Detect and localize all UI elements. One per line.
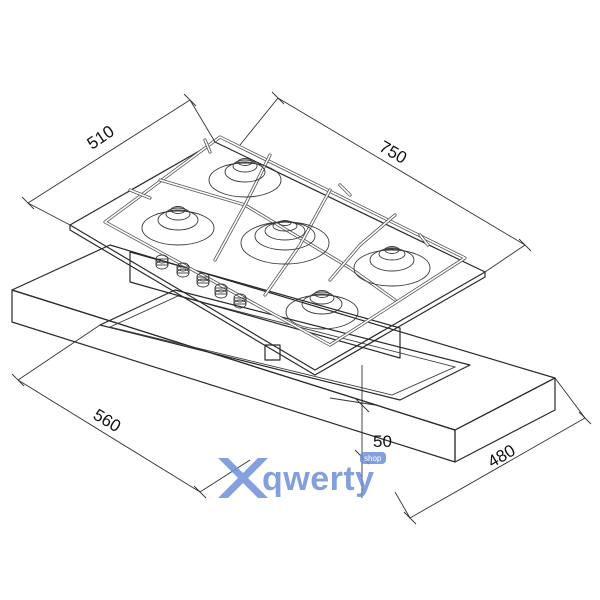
dim-cutout-depth: 480 — [394, 377, 592, 525]
x-arrow-logo-icon — [218, 458, 268, 498]
hob-unit — [69, 141, 486, 376]
dim-label-480: 480 — [485, 441, 519, 472]
dim-hob-depth: 510 — [21, 93, 216, 226]
dim-thickness: 50 — [329, 365, 392, 498]
dim-label-50: 50 — [373, 432, 392, 451]
dim-label-560: 560 — [90, 405, 124, 436]
burner-center-wok — [240, 220, 330, 265]
knob-4-icon — [214, 283, 228, 299]
burner-front — [285, 290, 359, 330]
dim-hob-width: 750 — [239, 91, 532, 273]
knob-1-icon — [155, 254, 169, 270]
burner-left — [141, 206, 215, 246]
dim-label-510: 510 — [84, 122, 118, 154]
knob-5-icon — [233, 293, 247, 309]
watermark-brand: qwerty — [262, 460, 375, 498]
watermark-shop-badge — [360, 452, 386, 464]
knob-3-icon — [196, 272, 210, 288]
dim-label-750: 750 — [376, 137, 410, 168]
countertop-slab — [11, 244, 556, 463]
grate-frame — [103, 135, 467, 347]
watermark-shop: shop — [364, 454, 382, 463]
burner-back — [208, 158, 282, 198]
watermark-logo: qwerty shop — [218, 452, 386, 498]
control-knobs — [155, 254, 247, 309]
dim-cutout-width: 560 — [11, 324, 251, 499]
knob-2-icon — [176, 262, 190, 278]
burner-right — [353, 246, 431, 287]
